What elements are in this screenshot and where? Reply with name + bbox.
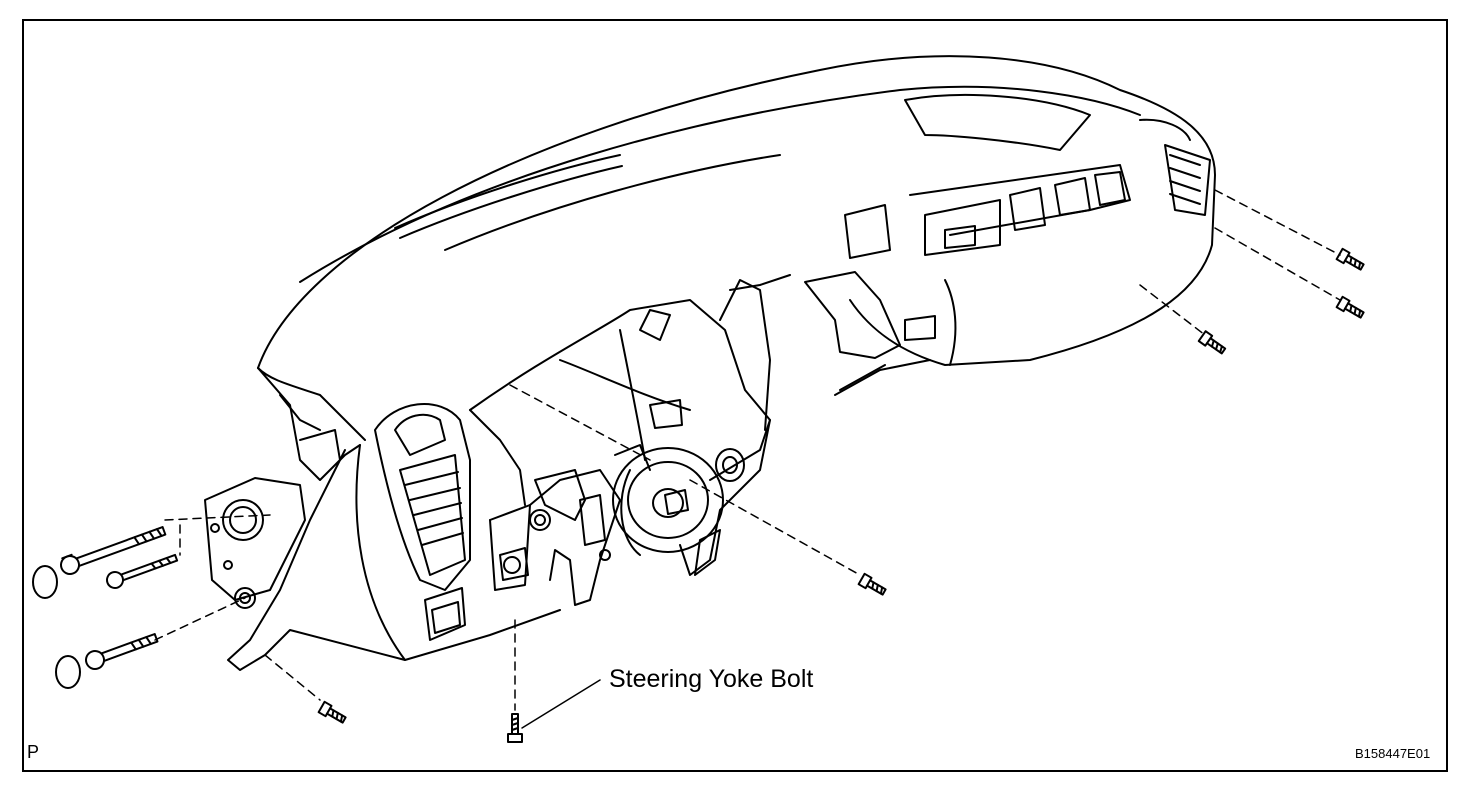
bolt-lower-left bbox=[317, 700, 347, 724]
bolt-center bbox=[857, 572, 887, 596]
steering-column-support bbox=[469, 299, 771, 606]
long-bolt-upper bbox=[60, 526, 167, 575]
bolt-right-middle bbox=[1335, 295, 1365, 319]
assembly-guide-lines bbox=[154, 189, 1341, 711]
bolt-right-upper bbox=[1335, 247, 1365, 271]
diagram-frame bbox=[22, 19, 1448, 772]
long-bolt-middle bbox=[106, 553, 179, 589]
cap-lower bbox=[55, 655, 81, 689]
left-side-panel bbox=[204, 367, 561, 671]
instrument-panel-assembly bbox=[257, 55, 1216, 441]
long-bolt-lower bbox=[85, 633, 159, 670]
corner-mark: P bbox=[27, 742, 40, 762]
cap-upper bbox=[32, 565, 58, 599]
bolt-right-lower bbox=[1197, 330, 1227, 355]
callout-label-steering-yoke-bolt: Steering Yoke Bolt bbox=[609, 665, 814, 693]
steering-column-unit bbox=[612, 444, 724, 576]
steering-yoke-bolt bbox=[507, 713, 523, 743]
callout-leader-line bbox=[521, 679, 601, 729]
figure-code: B158447E01 bbox=[1355, 746, 1431, 761]
